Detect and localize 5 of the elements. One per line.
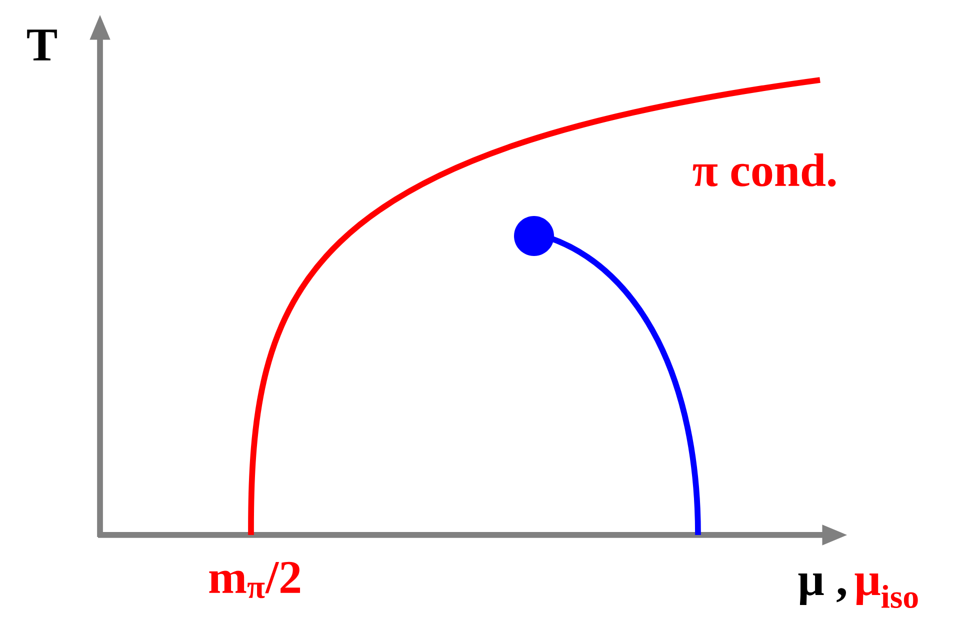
axis-label: μ$_{iso}$ xyxy=(854,574,918,608)
axis-label: T xyxy=(27,30,57,60)
region-label: π cond. xyxy=(692,153,836,187)
tick-label: m$_{π}$/2 xyxy=(209,562,300,598)
axis-label: μ , xyxy=(798,574,846,605)
